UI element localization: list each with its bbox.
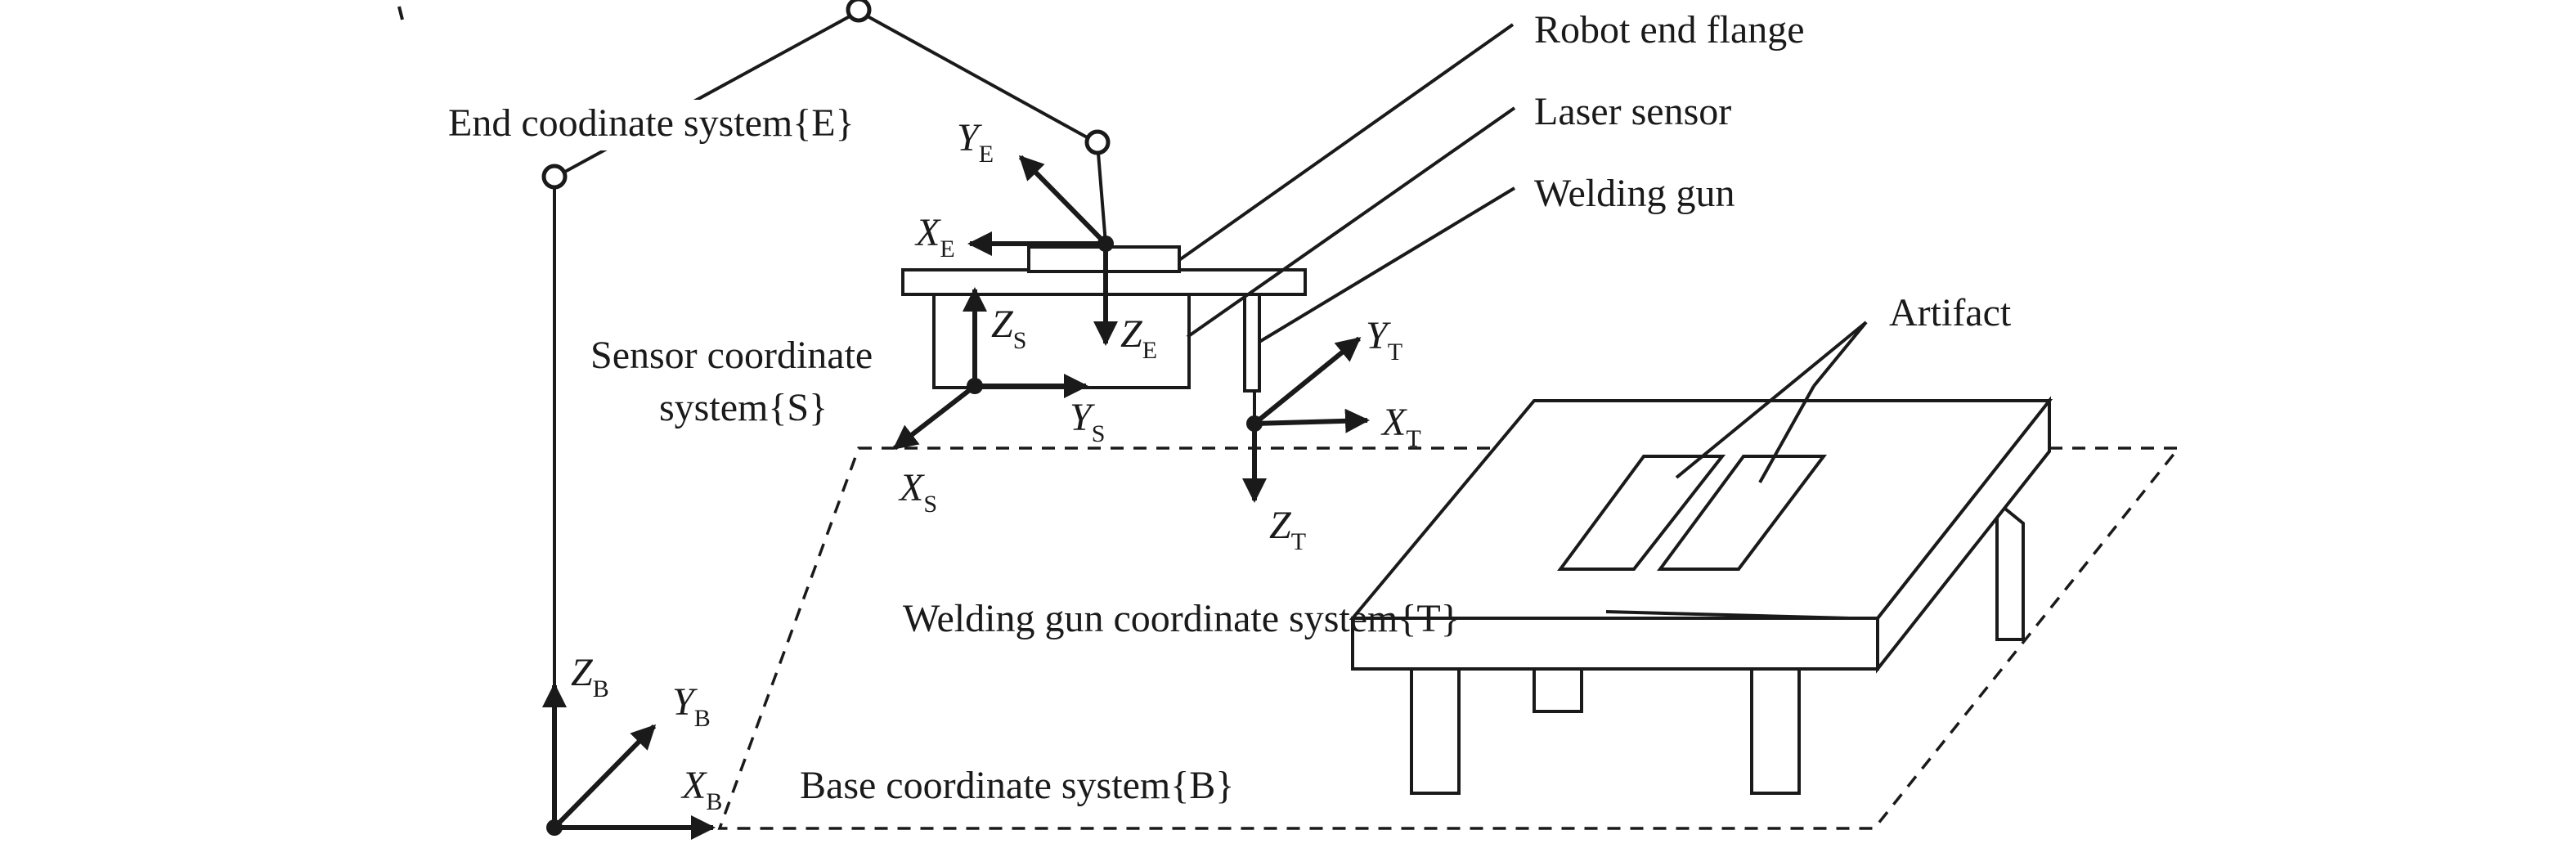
base-y-axis-arrow	[552, 724, 657, 830]
end-system-label: End coodinate system{E}	[448, 101, 855, 145]
end-x-axis-label: XE	[914, 211, 955, 262]
base-origin	[546, 819, 563, 836]
arm-joint-top	[846, 0, 872, 23]
leader-lines	[1178, 23, 1868, 620]
arm-link-2	[858, 10, 1098, 145]
laser-sensor-label: Laser sensor	[1534, 90, 1731, 133]
end-origin	[1097, 236, 1114, 252]
stray-mark	[397, 6, 404, 20]
robot-end-flange-label: Robot end flange	[1534, 8, 1805, 52]
artifact-label: Artifact	[1889, 291, 2012, 334]
welding-gun-body	[1243, 293, 1261, 393]
tool-y-axis-label: YT	[1366, 314, 1402, 366]
tool-x-axis-arrow	[1254, 408, 1370, 433]
table-top	[1349, 399, 2053, 620]
sensor-origin	[967, 378, 983, 394]
tool-origin	[1246, 415, 1263, 432]
welding-gun-label: Welding gun	[1534, 172, 1735, 215]
end-y-axis-label: YE	[957, 116, 994, 168]
tool-x-axis-label: XT	[1380, 401, 1421, 452]
robot-arm	[541, 0, 1111, 826]
sensor-z-axis-label: ZS	[991, 303, 1026, 354]
tool-y-axis-arrow	[1253, 336, 1362, 426]
sensor-system-label-line1: Sensor coordinate	[590, 334, 873, 377]
arm-joint-right	[1084, 129, 1111, 155]
arm-joint-left	[541, 164, 568, 190]
tool-z-axis-label: ZT	[1269, 504, 1306, 555]
end-axes	[967, 155, 1118, 346]
end-z-axis-label: ZE	[1120, 312, 1157, 364]
artifact-plate-left	[1557, 455, 1726, 571]
base-y-axis-label: YB	[672, 680, 711, 732]
sensor-system-label-line2: system{S}	[659, 386, 828, 429]
worktable	[1349, 396, 2053, 795]
tool-axes	[1242, 336, 1370, 503]
sensor-y-axis-label: YS	[1070, 396, 1105, 447]
gun-system-label: Welding gun coordinate system{T}	[903, 597, 1460, 640]
end-y-axis-arrow	[1018, 155, 1108, 246]
artifact-plate-right	[1657, 455, 1828, 571]
arm-link-1	[554, 10, 859, 179]
base-axes	[542, 683, 716, 840]
sensor-x-axis-label: XS	[898, 466, 937, 518]
arm-link-3	[1096, 142, 1107, 245]
base-x-axis-label: XB	[680, 764, 722, 815]
base-system-label: Base coordinate system{B}	[800, 764, 1234, 807]
sensor-x-axis-arrow	[892, 384, 976, 451]
base-z-axis-label: ZB	[571, 651, 609, 702]
sensor-axes	[892, 287, 1088, 451]
